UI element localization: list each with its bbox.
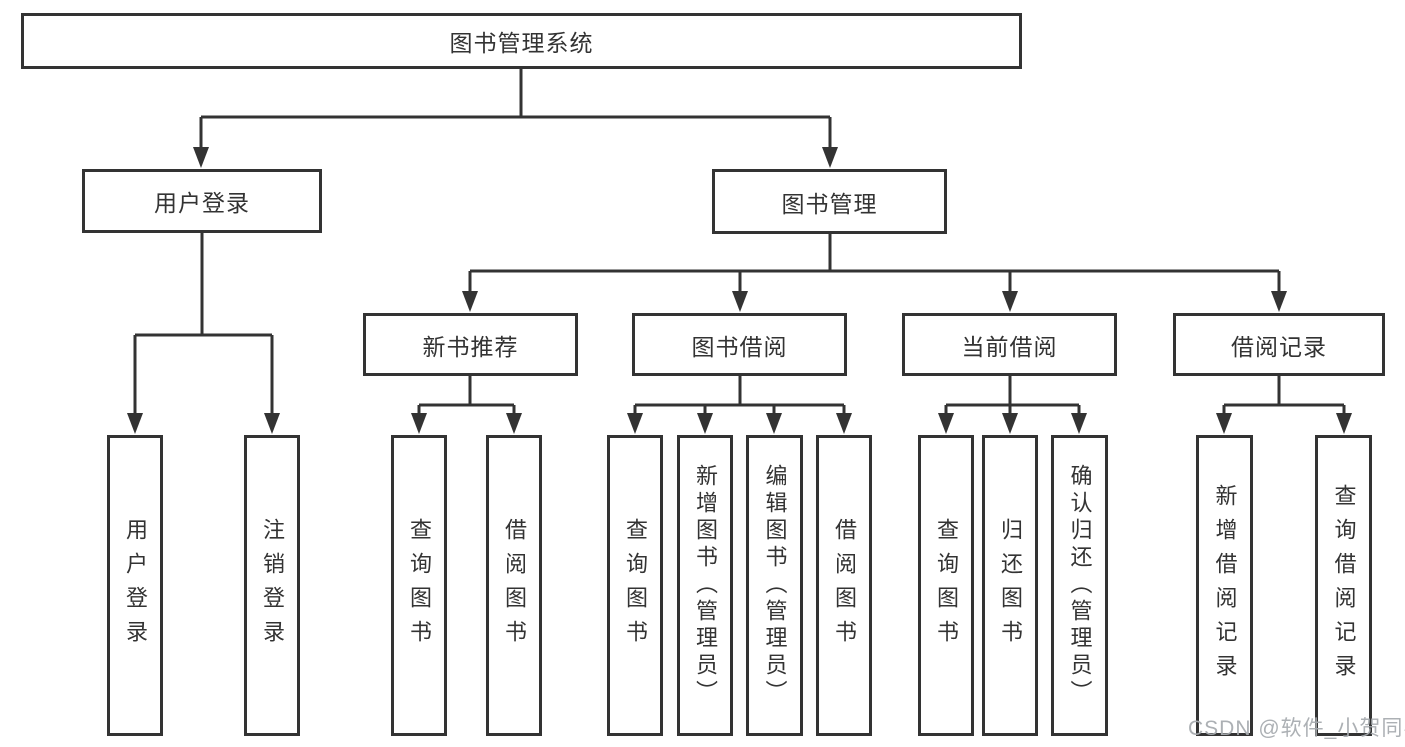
- node-current-borrow: 当前借阅: [902, 313, 1117, 376]
- leaf-logout: 注销登录: [244, 435, 300, 736]
- leaf-edit-books-admin-label: 编辑图书（管理员）: [762, 464, 788, 707]
- arrowheads: [127, 147, 1352, 434]
- leaf-user-login: 用户登录: [107, 435, 163, 736]
- leaf-query-books-2: 查询图书: [607, 435, 663, 736]
- leaf-confirm-return-admin-label: 确认归还（管理员）: [1067, 464, 1093, 707]
- node-book-management-label: 图书管理: [781, 190, 878, 217]
- leaf-query-borrow-record-label: 查询借阅记录: [1331, 483, 1357, 688]
- leaf-return-books: 归还图书: [982, 435, 1038, 736]
- node-root-label: 图书管理系统: [449, 30, 594, 56]
- leaf-borrow-books-1: 借阅图书: [486, 435, 542, 736]
- leaf-query-books-1-label: 查询图书: [407, 517, 432, 654]
- watermark: CSDN @软件_小贺同学: [1188, 717, 1405, 740]
- node-borrow-record: 借阅记录: [1173, 313, 1385, 376]
- leaf-add-borrow-record: 新增借阅记录: [1196, 435, 1253, 736]
- leaf-add-borrow-record-label: 新增借阅记录: [1212, 483, 1238, 688]
- leaf-query-books-2-label: 查询图书: [623, 517, 648, 654]
- node-book-borrow-label: 图书借阅: [691, 333, 788, 360]
- node-user-login-label: 用户登录: [154, 190, 250, 216]
- node-new-book-recommend: 新书推荐: [363, 313, 578, 376]
- leaf-query-books-3: 查询图书: [918, 435, 974, 736]
- leaf-query-books-1: 查询图书: [391, 435, 447, 736]
- leaf-user-login-label: 用户登录: [123, 517, 148, 654]
- leaf-return-books-label: 归还图书: [998, 517, 1023, 654]
- leaf-borrow-books-2: 借阅图书: [816, 435, 872, 736]
- leaf-edit-books-admin: 编辑图书（管理员）: [746, 435, 803, 736]
- leaf-borrow-books-1-label: 借阅图书: [502, 517, 527, 654]
- leaf-add-books-admin: 新增图书（管理员）: [677, 435, 733, 736]
- leaf-add-books-admin-label: 新增图书（管理员）: [693, 464, 718, 707]
- node-book-management: 图书管理: [712, 169, 947, 234]
- node-new-book-recommend-label: 新书推荐: [422, 333, 519, 360]
- node-borrow-record-label: 借阅记录: [1231, 333, 1327, 360]
- node-current-borrow-label: 当前借阅: [961, 333, 1058, 360]
- leaf-confirm-return-admin: 确认归还（管理员）: [1051, 435, 1108, 736]
- leaf-query-books-3-label: 查询图书: [934, 517, 959, 654]
- node-user-login: 用户登录: [82, 169, 322, 233]
- leaf-borrow-books-2-label: 借阅图书: [832, 517, 857, 654]
- node-root-library-management-system: 图书管理系统: [21, 13, 1022, 69]
- leaf-query-borrow-record: 查询借阅记录: [1315, 435, 1372, 736]
- leaf-logout-label: 注销登录: [260, 517, 285, 654]
- node-book-borrow: 图书借阅: [632, 313, 847, 376]
